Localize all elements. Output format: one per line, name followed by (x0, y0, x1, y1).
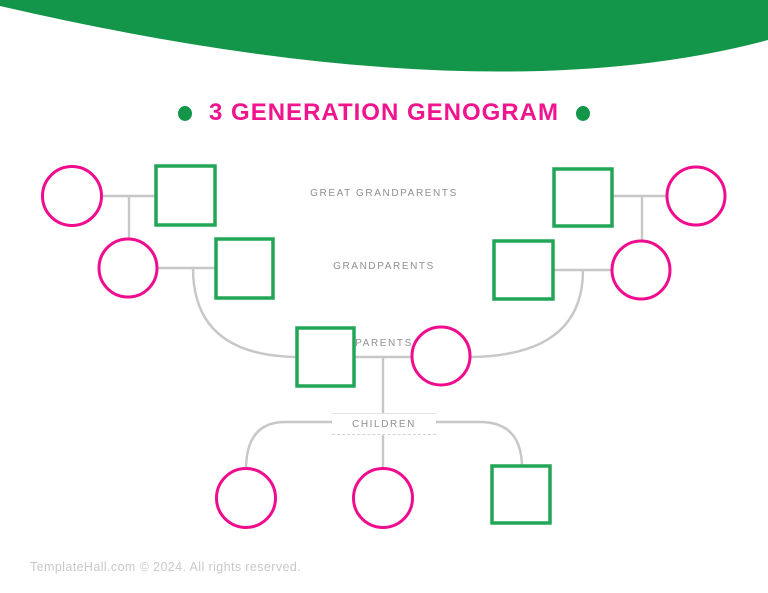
descent-curve-left (191, 267, 301, 359)
great-grandfather-left-square (154, 164, 217, 227)
footer-copyright: TemplateHall.com © 2024. All rights rese… (30, 560, 302, 574)
great-grandparents-nodes (41, 164, 727, 228)
banner-shape (0, 0, 768, 72)
header-banner-arc (0, 0, 768, 72)
green-dot-icon (178, 105, 193, 121)
label-great-grandparents: GREAT GRANDPARENTS (310, 188, 458, 199)
label-parents: PARENTS (355, 338, 413, 349)
child-1-circle (215, 467, 277, 529)
grandmother-right-circle (610, 239, 672, 301)
father-square (295, 326, 356, 388)
green-dot-icon (575, 105, 590, 121)
great-grandmother-left-circle (41, 165, 103, 227)
page-title: 3 GENERATION GENOGRAM (209, 99, 559, 126)
child-branch-right (434, 420, 524, 469)
great-grandmother-right-circle (665, 165, 727, 227)
label-children: CHILDREN (352, 418, 416, 430)
grandfather-left-square (214, 237, 275, 300)
parents-nodes (295, 325, 472, 388)
children-nodes (215, 464, 552, 529)
grandparents-nodes (97, 237, 672, 301)
page-title-row: 3 GENERATION GENOGRAM (0, 98, 768, 128)
grandmother-left-circle (97, 237, 159, 299)
descent-curve-right (466, 269, 585, 359)
label-grandparents: GRANDPARENTS (333, 261, 435, 272)
child-branch-left (244, 420, 334, 471)
children-label-box: CHILDREN (332, 413, 436, 435)
child-2-circle (352, 467, 414, 529)
child-3-square (490, 464, 552, 525)
great-grandfather-right-square (552, 167, 614, 228)
mother-circle (410, 325, 472, 387)
grandfather-right-square (492, 239, 555, 301)
